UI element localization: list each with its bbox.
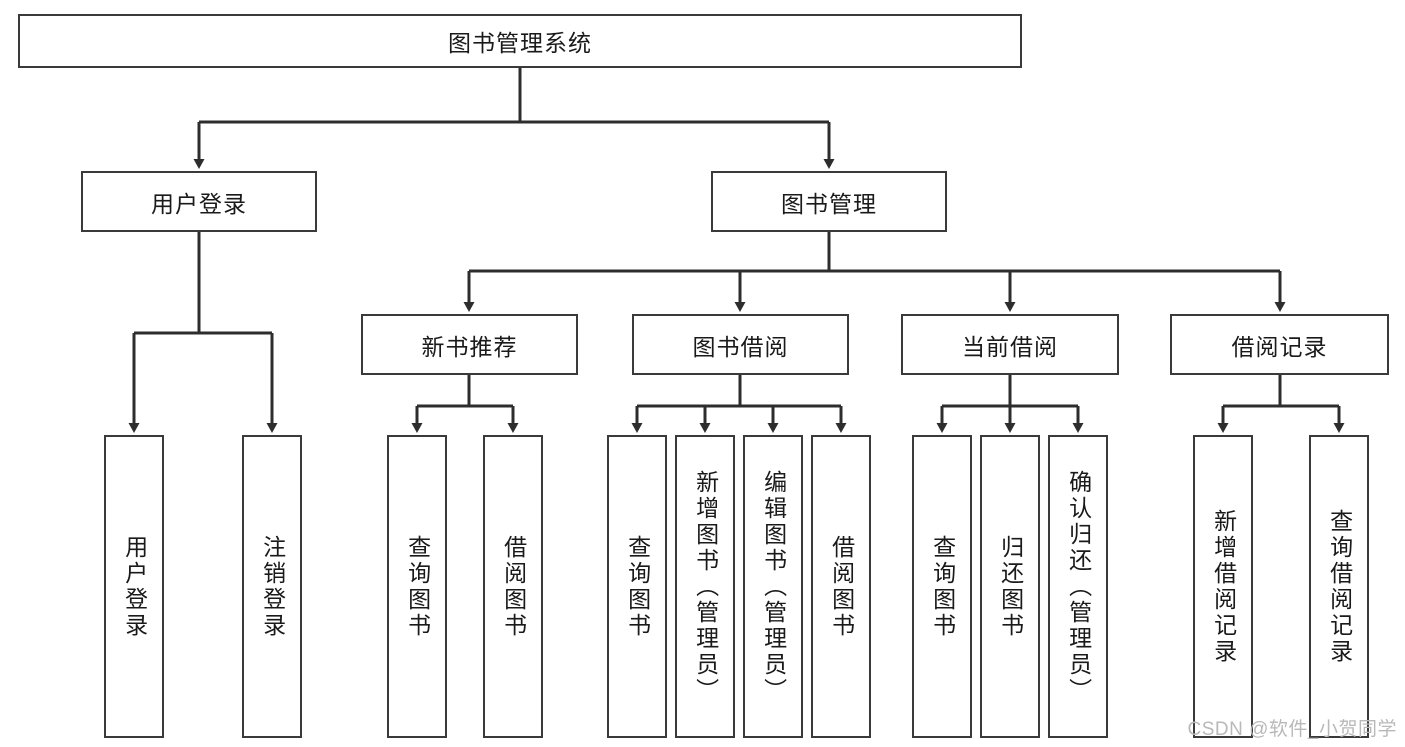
- leaf-records-add-record[interactable]: 新增借阅记录: [1193, 435, 1253, 738]
- leaf-recommend-query-book[interactable]: 查询图书: [387, 435, 447, 738]
- leaf-current-return-book[interactable]: 归还图书: [980, 435, 1040, 738]
- node-label: 归还图书: [997, 534, 1024, 639]
- node-label: 借阅图书: [828, 534, 855, 639]
- node-label: 用户登录: [151, 190, 247, 217]
- node-label: 用户登录: [121, 534, 148, 639]
- node-root-system[interactable]: 图书管理系统: [18, 14, 1022, 68]
- node-label: 确认归还（管理员）: [1065, 469, 1092, 704]
- node-borrow-records[interactable]: 借阅记录: [1170, 314, 1389, 375]
- leaf-current-query-book[interactable]: 查询图书: [912, 435, 972, 738]
- node-label: 新增借阅记录: [1210, 508, 1237, 665]
- node-label: 查询图书: [404, 534, 431, 639]
- node-label: 查询图书: [624, 534, 651, 639]
- watermark-text: CSDN @软件_小贺同学: [1187, 719, 1397, 740]
- leaf-borrow-edit-book[interactable]: 编辑图书（管理员）: [743, 435, 803, 738]
- node-book-management[interactable]: 图书管理: [711, 171, 947, 232]
- node-current-borrow[interactable]: 当前借阅: [901, 314, 1119, 375]
- node-label: 编辑图书（管理员）: [760, 469, 787, 704]
- node-label: 查询借阅记录: [1326, 508, 1353, 665]
- node-book-borrow[interactable]: 图书借阅: [632, 314, 849, 375]
- leaf-current-confirm-return[interactable]: 确认归还（管理员）: [1048, 435, 1108, 738]
- node-user-login[interactable]: 用户登录: [81, 171, 317, 232]
- leaf-records-query-record[interactable]: 查询借阅记录: [1309, 435, 1369, 738]
- leaf-user-login-signout[interactable]: 注销登录: [242, 435, 302, 738]
- node-label: 图书管理: [781, 190, 877, 217]
- node-new-book-recommend[interactable]: 新书推荐: [361, 314, 578, 375]
- leaf-recommend-borrow-book[interactable]: 借阅图书: [483, 435, 543, 738]
- leaf-user-login-signin[interactable]: 用户登录: [104, 435, 164, 738]
- node-label: 新书推荐: [421, 333, 518, 360]
- leaf-borrow-add-book[interactable]: 新增图书（管理员）: [675, 435, 735, 738]
- node-label: 借阅记录: [1231, 333, 1328, 360]
- leaf-borrow-borrow-book[interactable]: 借阅图书: [811, 435, 871, 738]
- node-label: 注销登录: [259, 534, 286, 639]
- leaf-borrow-query-book[interactable]: 查询图书: [607, 435, 667, 738]
- node-label: 借阅图书: [500, 534, 527, 639]
- node-label: 图书管理系统: [448, 30, 592, 56]
- node-label: 当前借阅: [962, 333, 1058, 360]
- node-label: 新增图书（管理员）: [692, 469, 719, 704]
- node-label: 图书借阅: [692, 333, 789, 360]
- node-label: 查询图书: [929, 534, 956, 639]
